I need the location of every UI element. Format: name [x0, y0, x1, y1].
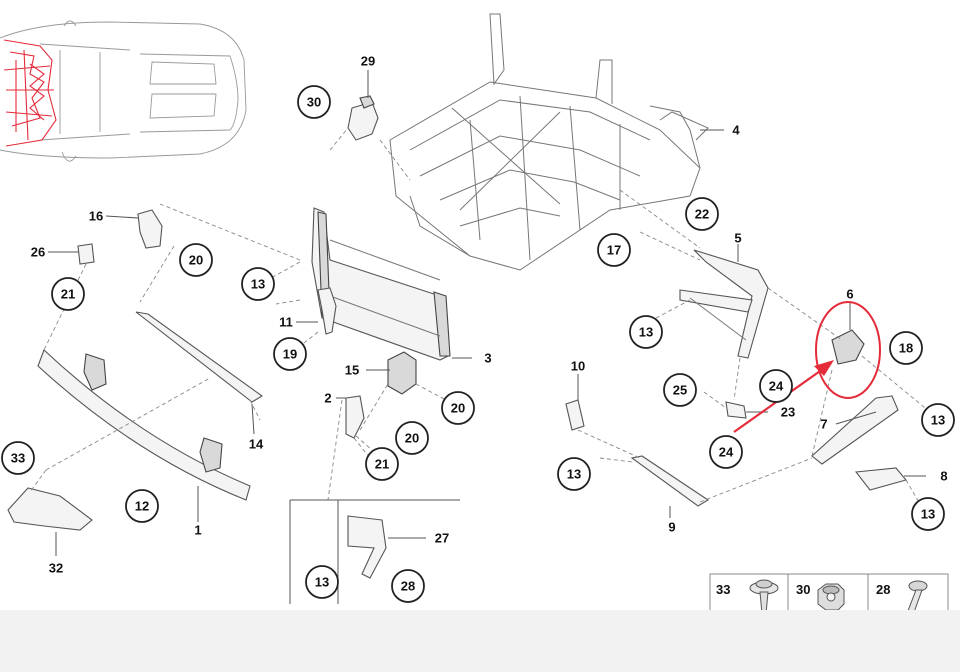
- svg-text:30: 30: [796, 582, 810, 597]
- callout-21a: 21: [51, 277, 85, 311]
- callout-18: 18: [889, 331, 923, 365]
- bolt-icon: [907, 580, 928, 610]
- highlight-arrow-head: [814, 360, 834, 376]
- callout-13f: 13: [911, 497, 945, 531]
- callout-30a: 30: [297, 85, 331, 119]
- svg-text:13: 13: [251, 277, 265, 292]
- callout-13c: 13: [629, 315, 663, 349]
- label-32: 32: [49, 561, 63, 576]
- bracket-16: [137, 209, 163, 249]
- assembly-dashed-lines: [29, 127, 931, 505]
- car-overview-thumbnail: [0, 20, 247, 162]
- callout-12: 12: [125, 489, 159, 523]
- reinforcement-7: [811, 395, 899, 465]
- svg-text:33: 33: [11, 451, 25, 466]
- svg-text:20: 20: [189, 253, 203, 268]
- clip-23: [725, 401, 747, 419]
- svg-text:13: 13: [639, 325, 653, 340]
- svg-text:13: 13: [315, 575, 329, 590]
- callout-21b: 21: [365, 447, 399, 481]
- svg-text:18: 18: [899, 341, 913, 356]
- bracket-27: [347, 515, 387, 579]
- support-5: [679, 249, 769, 359]
- bracket-8: [854, 467, 907, 491]
- svg-text:28: 28: [401, 579, 415, 594]
- callout-17: 17: [597, 233, 631, 267]
- legend-item-28: 28: [876, 580, 928, 610]
- bracket-32: [7, 487, 93, 531]
- svg-text:33: 33: [716, 582, 730, 597]
- label-27: 27: [435, 531, 449, 546]
- svg-text:22: 22: [695, 207, 709, 222]
- parts-diagram: 30 20 21 13 19 20 20 21 33 12 13 28 22 1…: [0, 13, 955, 610]
- carrier-14: [135, 311, 263, 403]
- svg-text:19: 19: [283, 347, 297, 362]
- svg-text:13: 13: [921, 507, 935, 522]
- svg-text:24: 24: [769, 379, 784, 394]
- label-10: 10: [571, 359, 585, 374]
- callout-20b: 20: [441, 391, 475, 425]
- holder-11: [317, 287, 337, 335]
- label-2: 2: [324, 391, 331, 406]
- label-11: 11: [279, 315, 293, 330]
- bracket-26: [77, 243, 95, 265]
- callout-24b: 24: [709, 435, 743, 469]
- label-26: 26: [31, 245, 45, 260]
- svg-text:17: 17: [607, 243, 621, 258]
- svg-text:21: 21: [61, 287, 75, 302]
- svg-text:25: 25: [673, 383, 687, 398]
- callout-22: 22: [685, 197, 719, 231]
- label-5: 5: [734, 231, 741, 246]
- callout-20c: 20: [395, 421, 429, 455]
- label-1: 1: [194, 523, 201, 538]
- label-16: 16: [89, 209, 103, 224]
- svg-text:12: 12: [135, 499, 149, 514]
- front-subframe-4: [389, 13, 709, 271]
- bracket-6: [831, 329, 865, 365]
- bracket-10: [565, 399, 585, 431]
- bumper-beam-1: [37, 349, 251, 501]
- label-7: 7: [820, 417, 827, 432]
- label-8: 8: [940, 469, 947, 484]
- bracket-2: [345, 395, 365, 439]
- fastener-legend: 33 30 28: [709, 573, 949, 610]
- svg-text:30: 30: [307, 95, 321, 110]
- svg-text:20: 20: [405, 431, 419, 446]
- callout-28: 28: [391, 569, 425, 603]
- leader-lines: [48, 70, 926, 604]
- label-9: 9: [668, 520, 675, 535]
- label-15: 15: [345, 363, 359, 378]
- callout-13e: 13: [557, 457, 591, 491]
- mount-15: [387, 351, 417, 395]
- callout-13a: 13: [241, 267, 275, 301]
- flange-screw-icon: [749, 579, 779, 610]
- svg-text:20: 20: [451, 401, 465, 416]
- label-14: 14: [249, 437, 264, 452]
- svg-text:28: 28: [876, 582, 890, 597]
- bracket-29: [347, 95, 379, 141]
- svg-text:13: 13: [931, 413, 945, 428]
- callout-13b: 13: [305, 565, 339, 599]
- label-23: 23: [781, 405, 795, 420]
- rail-9: [630, 455, 710, 507]
- callout-20a: 20: [179, 243, 213, 277]
- callout-19: 19: [273, 337, 307, 371]
- svg-text:24: 24: [719, 445, 734, 460]
- callout-25: 25: [663, 373, 697, 407]
- label-4: 4: [732, 123, 740, 138]
- legend-item-30: 30: [796, 582, 845, 610]
- radiator-frame-3: [311, 207, 451, 361]
- legend-item-33: 33: [716, 579, 779, 610]
- svg-text:21: 21: [375, 457, 389, 472]
- svg-text:13: 13: [567, 467, 581, 482]
- hex-nut-icon: [817, 583, 845, 610]
- footer-band: [0, 610, 960, 672]
- highlight-ellipse: [815, 301, 881, 399]
- callout-33: 33: [1, 441, 35, 475]
- label-29: 29: [361, 54, 375, 69]
- callout-13d: 13: [921, 403, 955, 437]
- label-3: 3: [484, 351, 491, 366]
- label-6: 6: [846, 287, 853, 302]
- callout-24a: 24: [759, 369, 793, 403]
